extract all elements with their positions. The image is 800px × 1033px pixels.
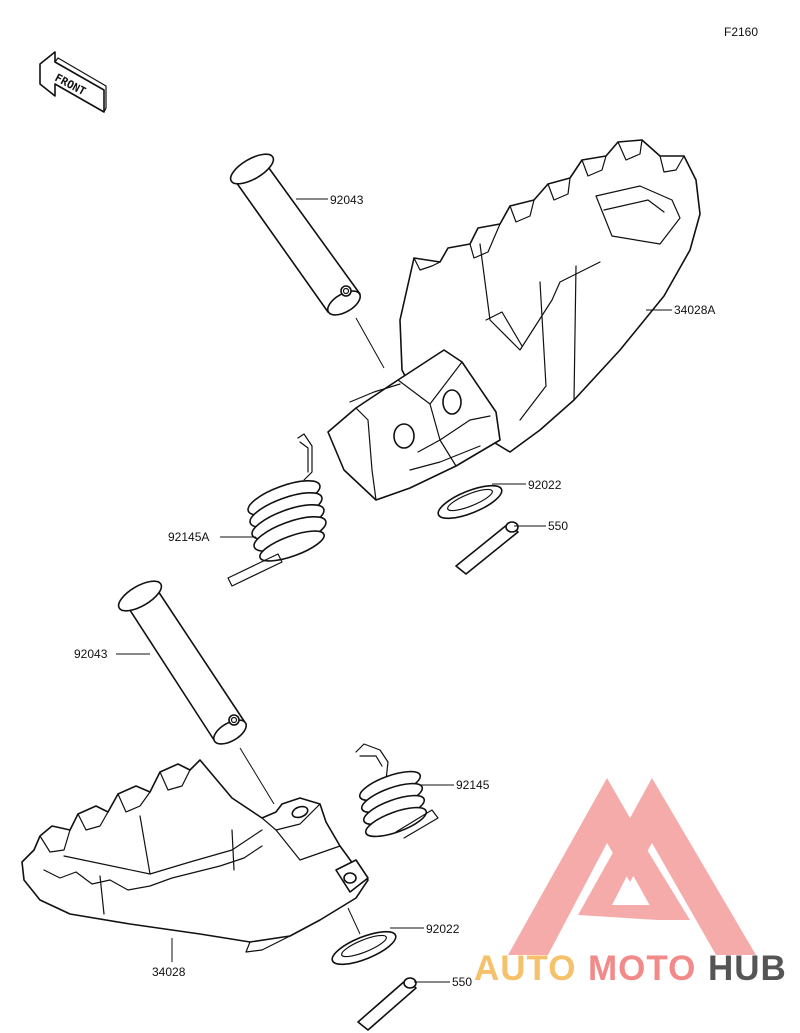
upper-spring <box>227 433 327 587</box>
callout-lower-pin: 92043 <box>74 647 108 661</box>
upper-washer <box>437 484 503 520</box>
upper-pin <box>229 153 362 316</box>
callout-upper-washer: 92022 <box>528 478 562 492</box>
lower-footpeg <box>21 759 369 953</box>
lower-cotter-pin <box>357 977 417 1031</box>
watermark-text: AUTO MOTO HUB <box>474 949 787 988</box>
watermark-word-hub: HUB <box>708 949 787 988</box>
callout-upper-spring: 92145A <box>168 530 209 544</box>
callout-upper-pin: 92043 <box>330 193 364 207</box>
figure-code: F2160 <box>724 25 758 39</box>
callout-lower-washer: 92022 <box>426 922 460 936</box>
lower-spring <box>355 743 439 839</box>
callout-lower-footpeg: 34028 <box>152 965 186 979</box>
upper-footpeg <box>327 139 701 501</box>
callout-lower-spring: 92145 <box>456 778 490 792</box>
lower-pin <box>117 580 248 745</box>
watermark-inner <box>578 822 690 920</box>
watermark-logo <box>508 778 756 955</box>
watermark-word-auto: AUTO <box>474 949 577 988</box>
callout-lower-cotter: 550 <box>452 975 472 989</box>
callout-upper-cotter: 550 <box>548 519 568 533</box>
watermark-word-moto: MOTO <box>588 949 696 988</box>
lower-washer <box>331 930 397 966</box>
upper-cotter-pin <box>455 521 519 575</box>
front-arrow-icon: FRONT <box>39 51 107 113</box>
callout-upper-footpeg: 34028A <box>674 303 715 317</box>
